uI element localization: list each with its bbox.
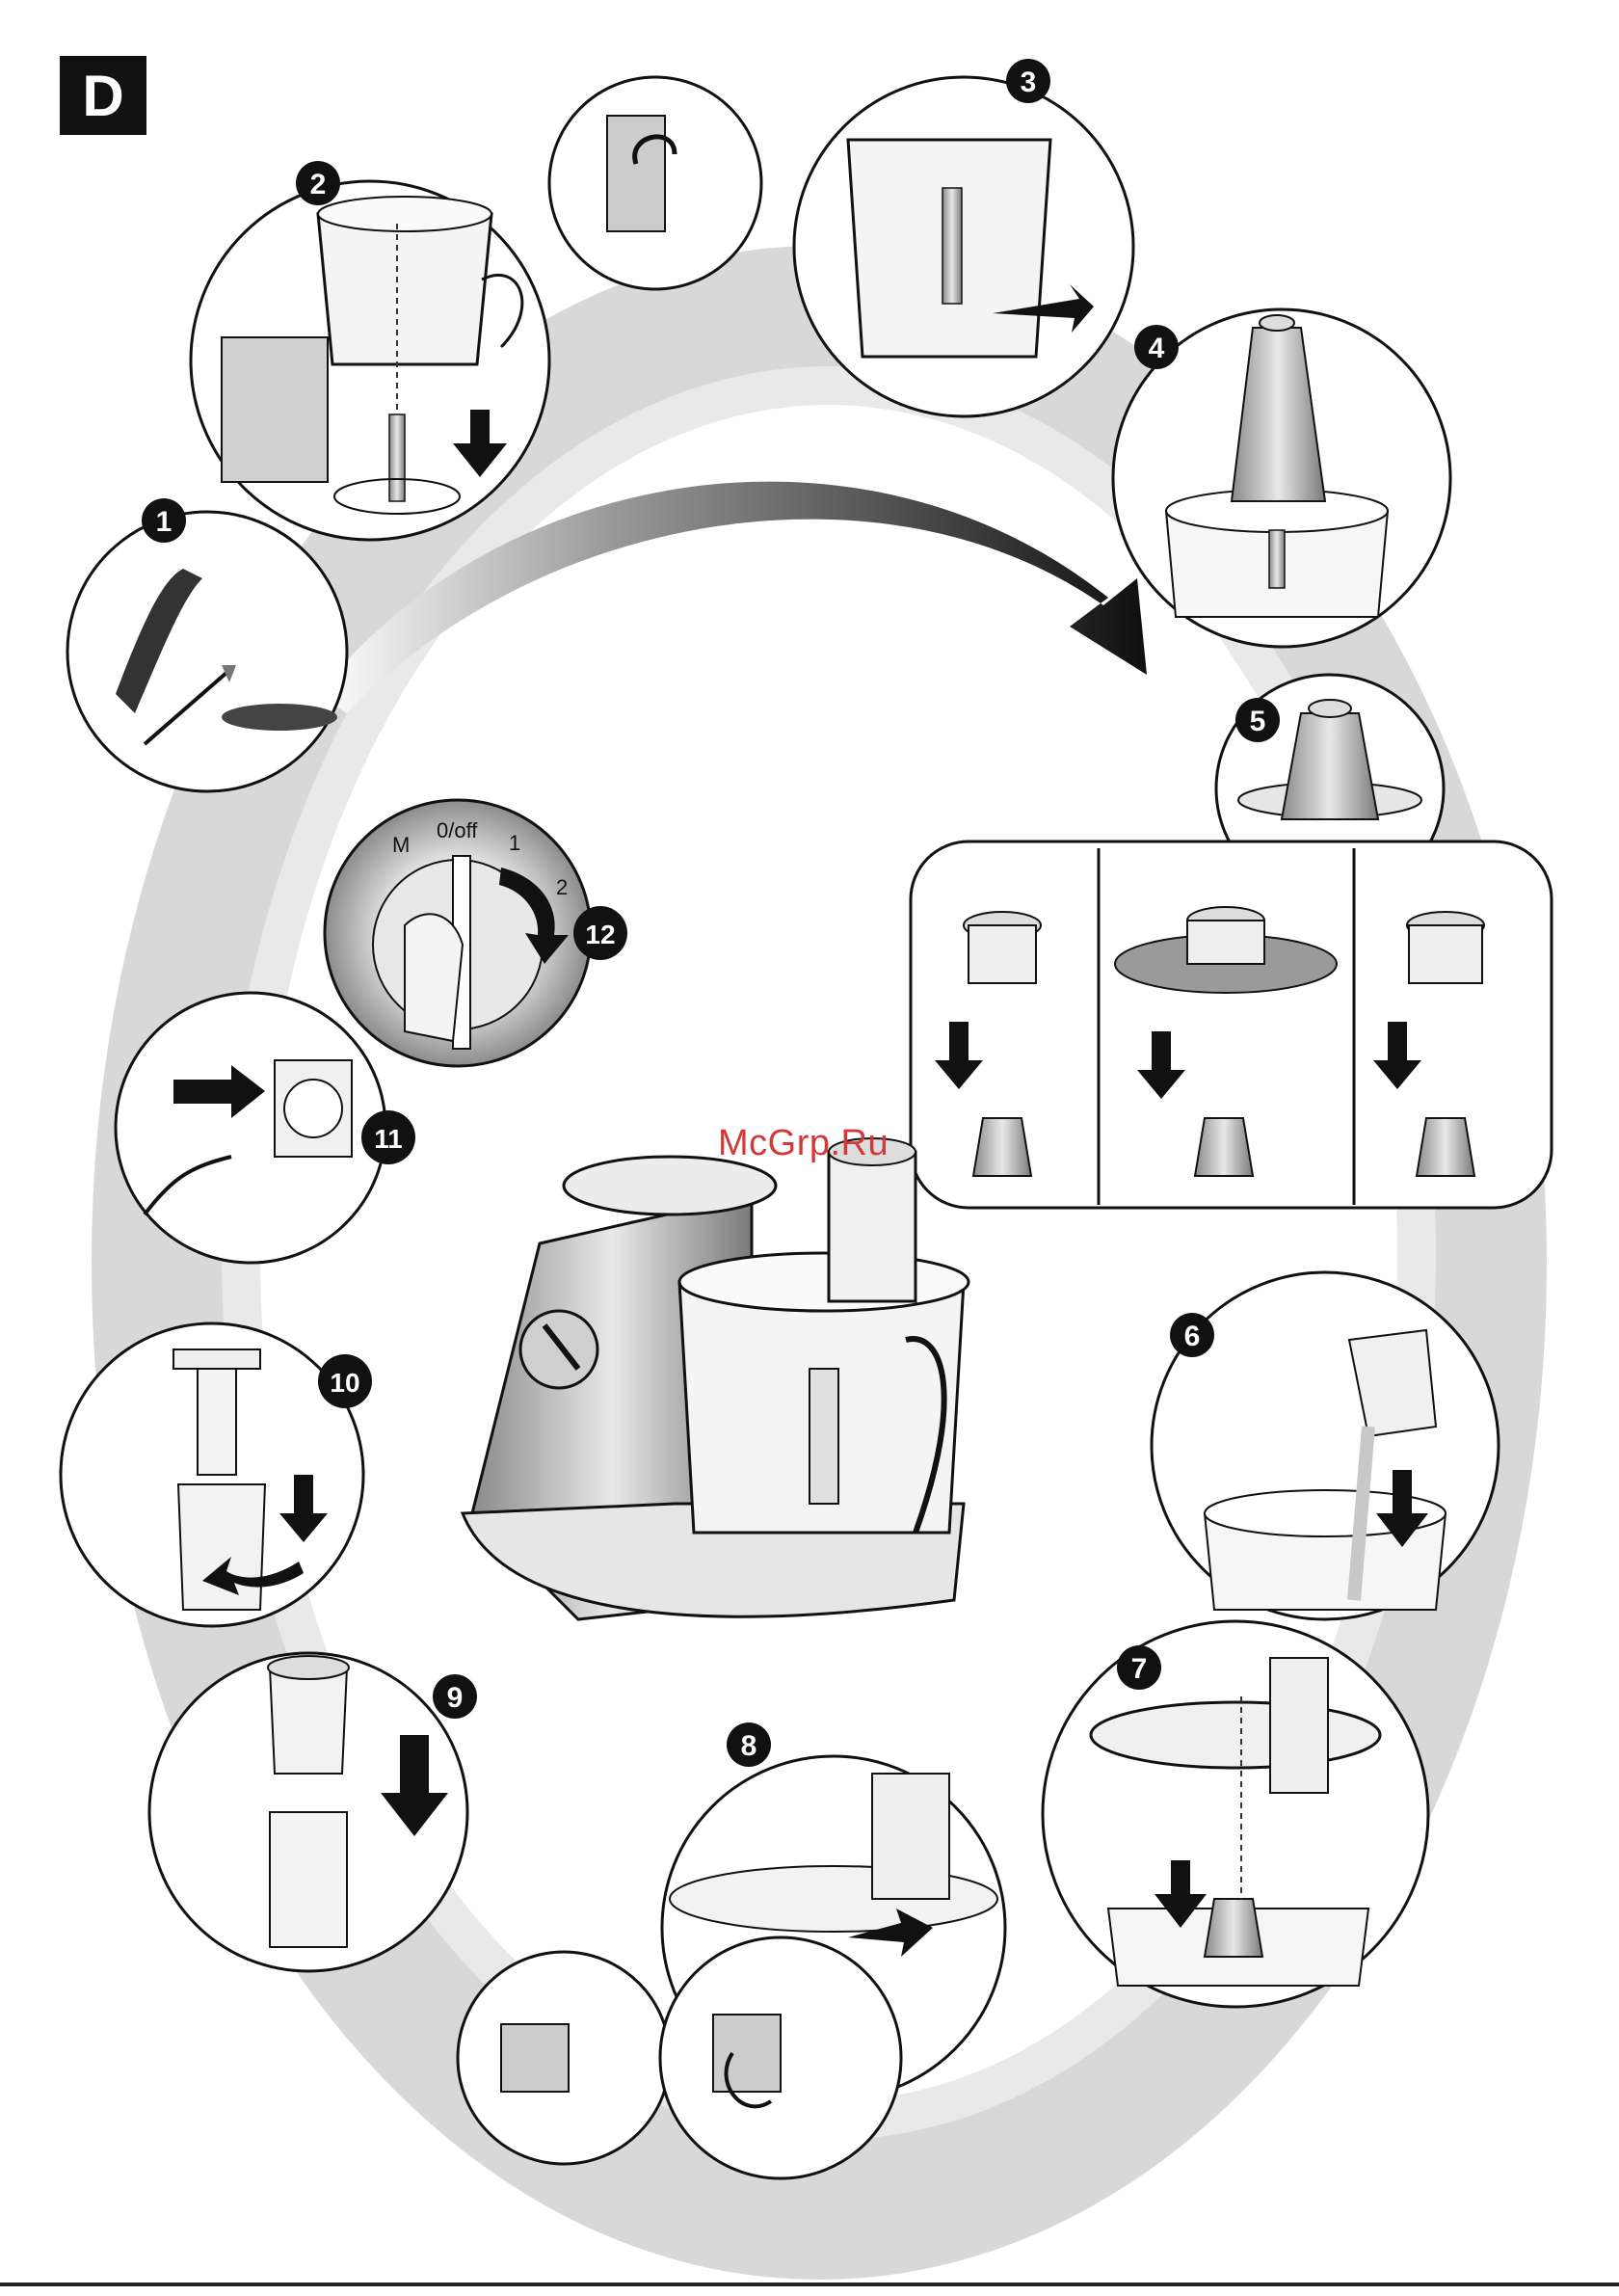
step-2-badge: 2 — [296, 161, 340, 205]
step-8-badge: 8 — [727, 1722, 771, 1767]
step-3-badge: 3 — [1006, 59, 1050, 103]
step-9-panel — [149, 1653, 467, 1971]
step-10-badge: 10 — [318, 1354, 372, 1408]
step-10-number: 10 — [330, 1368, 359, 1398]
step-5-number: 5 — [1250, 706, 1266, 737]
dial-label-2: 2 — [556, 875, 568, 899]
step-11-badge: 11 — [361, 1110, 415, 1164]
step-3-number: 3 — [1021, 67, 1037, 98]
step-9-number: 9 — [447, 1682, 464, 1714]
step-2-panel — [191, 181, 549, 540]
step-7-panel — [1043, 1621, 1428, 2007]
step-10-panel — [61, 1323, 363, 1626]
food-processor-main — [463, 1138, 969, 1619]
step-7-badge: 7 — [1117, 1645, 1161, 1690]
step-7-number: 7 — [1131, 1653, 1148, 1685]
attachment-options-panel — [911, 841, 1552, 1208]
step-5-badge: 5 — [1235, 698, 1280, 742]
dial-label-m: M — [392, 833, 410, 857]
step-1-panel — [67, 512, 347, 791]
step-8-number: 8 — [741, 1730, 757, 1762]
step-4-number: 4 — [1149, 333, 1165, 364]
watermark-text: McGrp.Ru — [718, 1123, 889, 1164]
section-letter-box: D — [60, 56, 146, 135]
step-11-panel — [116, 993, 385, 1263]
step-9-badge: 9 — [433, 1674, 477, 1719]
step-1-number: 1 — [156, 506, 173, 538]
dial-label-1: 1 — [509, 831, 520, 855]
step-12-number: 12 — [585, 920, 615, 949]
section-letter: D — [82, 63, 123, 129]
step-6-number: 6 — [1184, 1321, 1201, 1352]
step-11-number: 11 — [374, 1124, 403, 1154]
step-12-badge: 12 — [573, 906, 627, 960]
bottom-rule — [0, 2283, 1619, 2286]
dial-label-off: 0/off — [437, 818, 478, 842]
step-4-badge: 4 — [1134, 325, 1179, 369]
step-6-badge: 6 — [1170, 1313, 1214, 1357]
step-1-badge: 1 — [142, 498, 186, 543]
step-2-number: 2 — [310, 169, 327, 200]
